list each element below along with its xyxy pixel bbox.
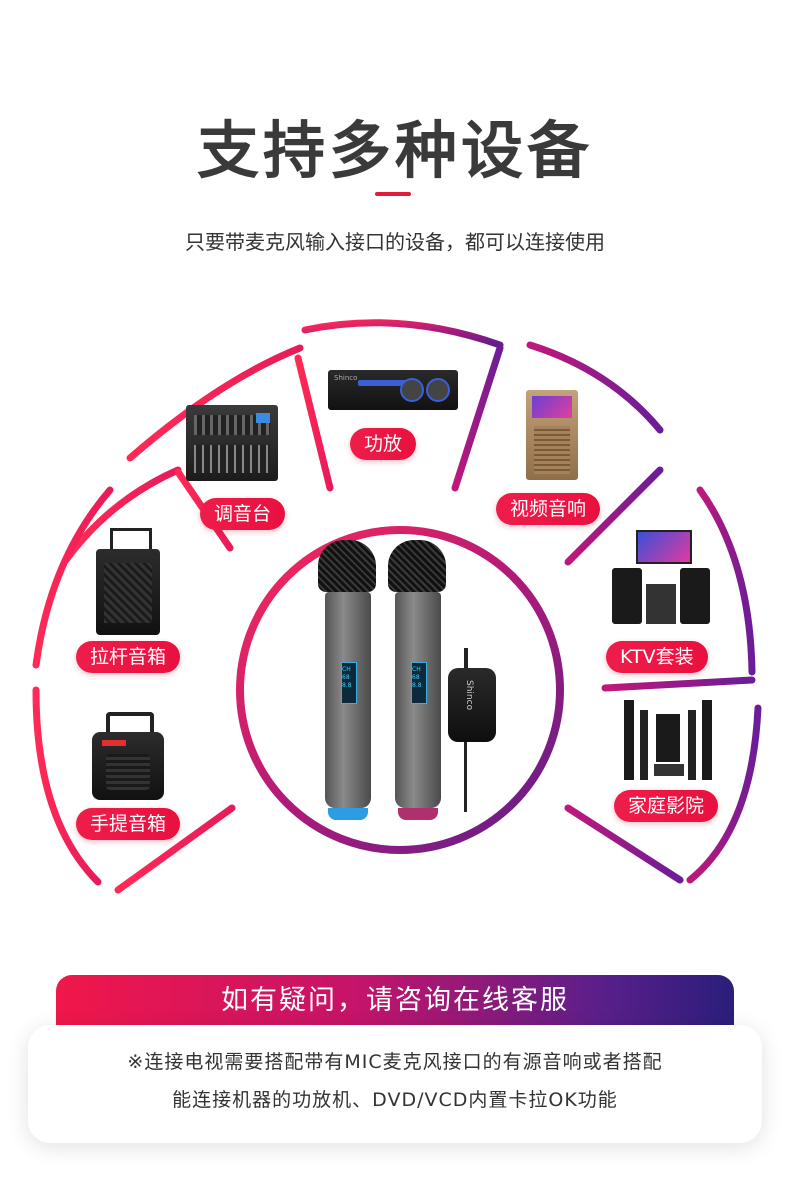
ktv-set-image <box>612 530 710 630</box>
mic-left-display: CH 688.8 <box>342 666 352 689</box>
microphone-left: CH 688.8 <box>318 540 378 820</box>
label-video-speaker: 视频音响 <box>496 493 601 525</box>
label-mixer: 调音台 <box>200 498 286 530</box>
label-ktv-set: KTV套装 <box>606 641 708 673</box>
label-trolley-speaker: 拉杆音箱 <box>76 641 181 673</box>
label-portable-speaker: 手提音箱 <box>76 808 181 840</box>
wireless-receiver: Shinco <box>448 648 498 818</box>
label-home-theater: 家庭影院 <box>614 790 719 822</box>
home-theater-image <box>620 700 716 784</box>
notice-line-1: ※连接电视需要搭配带有MIC麦克风接口的有源音响或者搭配 <box>127 1051 663 1073</box>
notice-line-2: 能连接机器的功放机、DVD/VCD内置卡拉OK功能 <box>172 1089 618 1111</box>
page-title: 支持多种设备 <box>196 114 593 187</box>
label-amplifier: 功放 <box>350 428 417 460</box>
receiver-brand: Shinco <box>464 680 474 711</box>
amplifier-brand: Shinco <box>334 374 358 382</box>
amplifier-image: Shinco <box>328 370 458 414</box>
trolley-speaker-image <box>96 528 160 636</box>
mixer-image <box>186 405 278 485</box>
video-speaker-image <box>526 390 578 482</box>
mic-right-display: CH 688.8 <box>412 666 422 689</box>
portable-speaker-image <box>92 712 164 800</box>
arc-decoration <box>32 319 762 894</box>
notice-card: ※连接电视需要搭配带有MIC麦克风接口的有源音响或者搭配 能连接机器的功放机、D… <box>28 1025 762 1143</box>
customer-service-banner: 如有疑问，请咨询在线客服 <box>56 975 734 1033</box>
microphone-right: CH 688.8 <box>388 540 448 820</box>
title-underline <box>375 192 411 196</box>
page-subtitle: 只要带麦克风输入接口的设备，都可以连接使用 <box>185 230 605 254</box>
